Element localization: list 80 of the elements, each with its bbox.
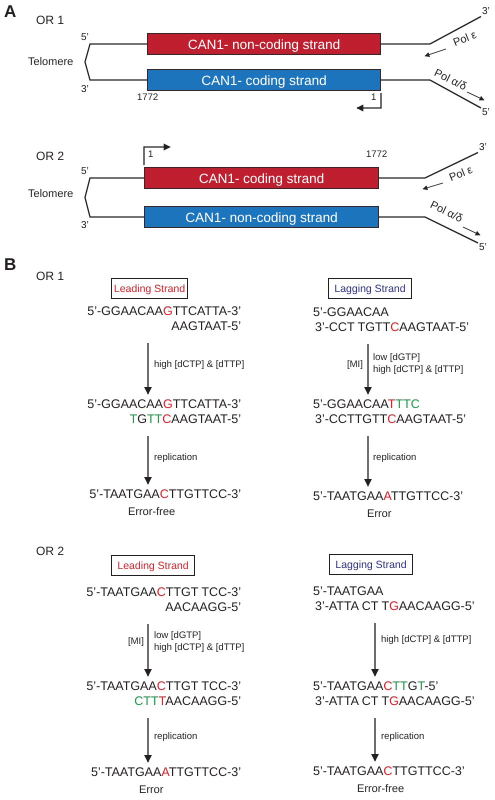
- outcome-label: Error-free: [128, 506, 176, 518]
- outcome-label: Error-free: [357, 783, 404, 795]
- edge-label: high [dCTP] & [dTTP]: [381, 634, 472, 646]
- dna-sequence: 5’-TAATGAACTTGT-5’: [313, 679, 438, 693]
- arrow: [144, 718, 152, 763]
- strand-bar: CAN1- coding strand: [144, 167, 379, 189]
- strand-end-label: 5’: [81, 166, 89, 178]
- dna-strand-line: [379, 152, 478, 179]
- condition-label: [MI]: [347, 360, 363, 371]
- dna-sequence: 5’-TAATGAACTTGTTCC-3’: [313, 764, 465, 778]
- dna-sequence: 5’-TAATGAACTTGTTCC-3’: [89, 487, 241, 501]
- arrow: [144, 436, 152, 485]
- strand-end-label: 5’: [482, 107, 490, 118]
- edge-label: Pol ε: [448, 164, 474, 184]
- edge-label: replication: [154, 452, 198, 464]
- position-number: 1: [371, 93, 376, 104]
- arrow: [144, 343, 152, 395]
- edge-label: Pol α/δ: [432, 67, 468, 93]
- strand-type-box: Lagging Strand: [328, 278, 412, 299]
- dna-sequence: CTTTAACAAGG-5’: [134, 694, 241, 708]
- strand-bar: CAN1- coding strand: [147, 69, 381, 91]
- edge-label: Pol α/δ: [428, 199, 464, 225]
- edge-label: low [dGTP] high [dCTP] & [dTTP]: [154, 630, 244, 654]
- strand-type-box: Lagging Strand: [329, 554, 413, 575]
- arrow: [371, 718, 379, 762]
- strand-end-label: 3’: [482, 6, 490, 18]
- telomere-label: Telomere: [28, 188, 74, 201]
- dna-sequence: TGTTCAAGTAAT-5’: [130, 412, 241, 426]
- dna-strand-line: [381, 16, 482, 45]
- strand-end-label: 5’: [479, 242, 487, 254]
- edge-label: replication: [373, 452, 416, 464]
- arrow: [144, 624, 152, 677]
- dna-strand-line: [381, 79, 482, 109]
- strand-end-label: 3’: [81, 220, 89, 232]
- strand-bar: CAN1- non-coding strand: [144, 206, 379, 228]
- strand-end-label: 3’: [479, 142, 487, 154]
- edge-label: low [dGTP] high [dCTP] & [dTTP]: [373, 352, 464, 376]
- strand-bar: CAN1- non-coding strand: [147, 33, 381, 55]
- dna-sequence: 5’-TAATGAACTTGT TCC-3’: [86, 679, 241, 693]
- position-number: 1: [148, 150, 154, 161]
- dna-strand-line: [84, 177, 144, 218]
- dna-sequence: 5’-TAATGAACTTGT TCC-3’: [86, 585, 241, 599]
- edge-label: high [dCTP] & [dTTP]: [154, 359, 244, 371]
- orientation-label: OR 2: [36, 545, 64, 559]
- edge-label: replication: [154, 731, 198, 743]
- position-number: 1772: [366, 150, 388, 161]
- dna-strand-line: [379, 216, 478, 244]
- dna-sequence: 3’-CCT TGTTCAAGTAAT-5’: [315, 320, 469, 334]
- orientation-label: OR 1: [36, 14, 64, 28]
- dna-sequence: 3’-CCTTGTTCAAGTAAT-5’: [315, 412, 466, 426]
- position-number: 1772: [137, 93, 158, 104]
- orientation-label: OR 1: [36, 270, 64, 284]
- dna-sequence: 3’-ATTA CT TGAACAAGG-5’: [315, 599, 475, 613]
- dna-sequence: 5’-GGAACAAGTTCATTA-3’: [87, 304, 241, 318]
- dna-strand-line: [84, 43, 147, 81]
- dna-sequence: 3’-ATTA CT TGAACAAGG-5’: [315, 694, 475, 708]
- dna-sequence: 5’-GGAACAAGTTCATTA-3’: [87, 397, 241, 411]
- dna-sequence: 5’-GGAACAA: [313, 305, 389, 319]
- strand-end-label: 5’: [81, 32, 89, 44]
- arrow: [364, 344, 372, 395]
- condition-label: [MI]: [128, 637, 144, 648]
- dna-sequence: 5’-TAATGAAATTGTTCC-3’: [313, 489, 464, 503]
- dna-sequence: 5’-TAATGAAATTGTTCC-3’: [90, 765, 241, 779]
- edge-label: Pol ε: [452, 28, 478, 50]
- arrow: [364, 436, 372, 487]
- orientation-label: OR 2: [36, 150, 64, 164]
- dna-sequence: AACAAGG-5’: [165, 600, 241, 614]
- arrow: [371, 623, 379, 677]
- outcome-label: Error: [139, 784, 164, 796]
- panel-letter: A: [4, 2, 16, 22]
- dna-sequence: 5’-GGAACAATTTC: [313, 397, 420, 411]
- dna-sequence: AAGTAAT-5’: [171, 319, 241, 333]
- panel-letter: B: [4, 255, 16, 275]
- strand-type-box: Leading Strand: [111, 278, 188, 299]
- strand-type-box: Leading Strand: [111, 555, 195, 576]
- edge-label: replication: [381, 731, 424, 743]
- telomere-label: Telomere: [28, 56, 74, 69]
- dna-sequence: 5’-TAATGAA: [313, 584, 384, 598]
- outcome-label: Error: [367, 508, 392, 520]
- strand-end-label: 3’: [81, 84, 89, 96]
